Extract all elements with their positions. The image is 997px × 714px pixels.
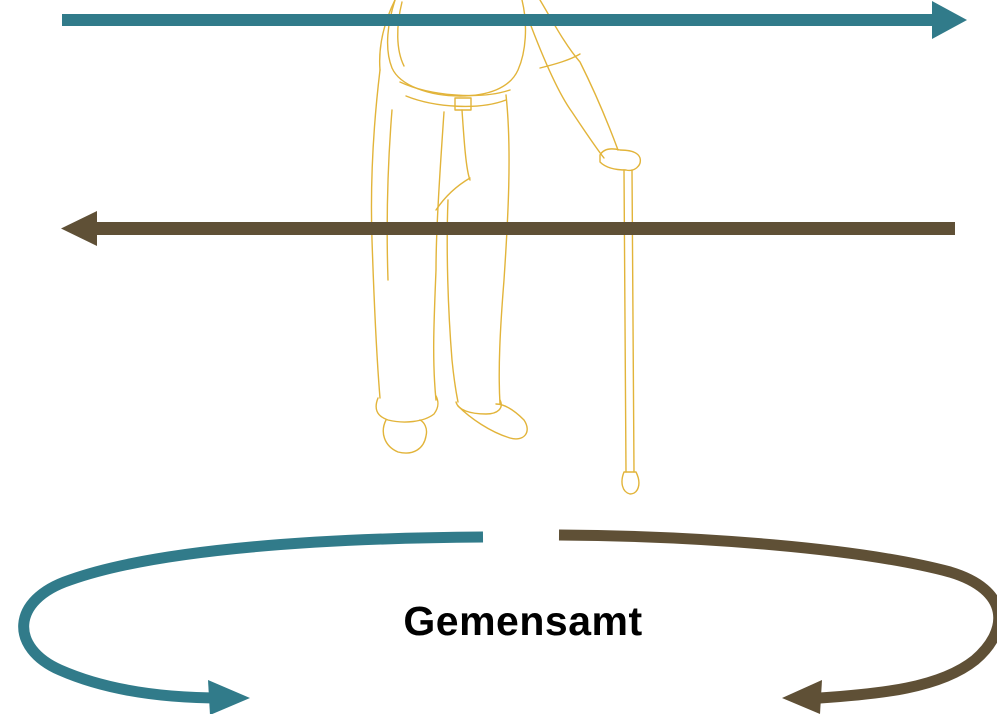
caption-text: Gemensamt [300, 598, 746, 645]
top-arrow-shaft [62, 14, 942, 26]
right-shoe [458, 404, 527, 439]
belt-outline [400, 82, 510, 96]
hand-on-cane [600, 149, 640, 171]
middle-arrow-shaft [92, 222, 955, 235]
left-leg-inner [434, 112, 444, 400]
arrow-right-icon [62, 1, 967, 39]
cane-tip [622, 472, 639, 494]
knee-bend [436, 178, 470, 210]
right-curve-head [782, 680, 822, 714]
belt-buckle [455, 98, 471, 110]
torso-inner-outline [398, 2, 404, 66]
cane-shaft [624, 170, 634, 472]
elderly-person-figure-icon [371, 0, 640, 494]
right-leg-outer [499, 95, 509, 404]
right-pant-cuff [456, 400, 501, 414]
left-leg-crease [387, 110, 392, 280]
top-arrow-head [932, 1, 967, 39]
right-leg-crease [462, 110, 470, 180]
sleeve-cuff [540, 54, 580, 68]
left-shoe [383, 420, 426, 453]
left-curve-head [208, 680, 250, 714]
middle-arrow-head [61, 211, 97, 246]
left-pant-cuff [376, 396, 438, 422]
